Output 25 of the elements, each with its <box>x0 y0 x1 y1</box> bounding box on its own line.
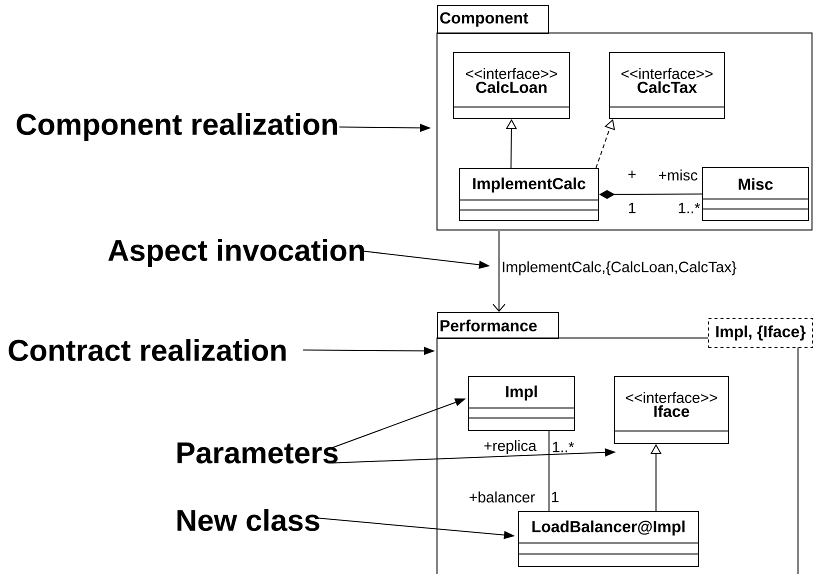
association-line <box>548 430 550 512</box>
role-label: 1..* <box>552 442 574 452</box>
role-label: +replica <box>484 440 536 454</box>
class-box: Impl <box>468 376 576 431</box>
class-box: <<interface>> CalcTax <box>608 52 726 119</box>
role-label: 1 <box>552 492 558 502</box>
node-label: Component <box>440 12 528 27</box>
class-box: Misc <box>702 167 810 221</box>
annotation-text: New class <box>178 509 320 532</box>
role-label: 1..* <box>678 202 700 214</box>
annotation-text: Component realization <box>16 113 337 141</box>
class-box: <<interface>> Iface <box>614 376 730 444</box>
dependency-arrow <box>492 230 506 312</box>
annotation-text: Aspect invocation <box>108 239 364 267</box>
annotation-text: Parameters <box>178 442 338 464</box>
role-label: + <box>628 170 636 178</box>
class-box: <<interface>> CalcLoan <box>452 52 570 119</box>
role-label: 1 <box>628 202 636 214</box>
class-box: LoadBalancer@Impl <box>518 511 700 567</box>
template-parameter-box: Impl, {Iface} <box>708 318 813 348</box>
role-label: +balancer <box>470 492 535 502</box>
annotation-text: Contract realization <box>8 339 286 362</box>
edge-label: ImplementCalc,{CalcLoan,CalcTax} <box>500 260 738 276</box>
role-label: +misc <box>658 170 698 180</box>
class-box: ImplementCalc <box>458 168 600 221</box>
